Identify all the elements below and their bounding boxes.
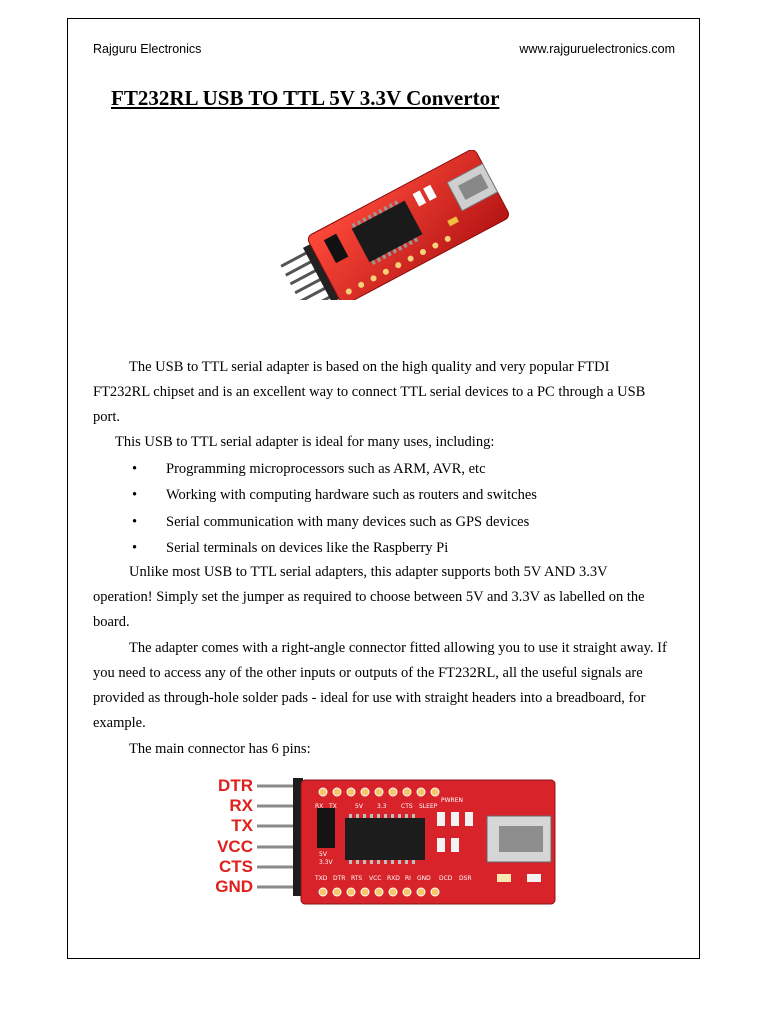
silk-label: GND — [417, 875, 431, 882]
header-right: www.rajguruelectronics.com — [519, 42, 675, 56]
silk-label: RI — [405, 875, 411, 882]
list-item: •Serial communication with many devices … — [93, 509, 668, 535]
bullet-icon: • — [132, 540, 138, 557]
silk-label: RTS — [351, 875, 362, 882]
pin-label-gnd: GND — [215, 877, 253, 897]
page-border — [67, 18, 700, 959]
silk-label: 5V — [319, 851, 328, 858]
bullet-icon: • — [132, 487, 138, 504]
silk-label: RX — [315, 803, 323, 810]
pin-label-cts: CTS — [219, 856, 253, 876]
list-item: •Programming microprocessors such as ARM… — [93, 456, 668, 482]
bullet-icon: • — [132, 461, 138, 477]
silk-label: 5V — [355, 803, 364, 810]
paragraph-intro: The USB to TTL serial adapter is based o… — [93, 359, 646, 425]
silk-label: 3.3 — [377, 803, 387, 810]
pin-label-tx: TX — [231, 816, 253, 836]
header-left: Rajguru Electronics — [93, 42, 202, 56]
silk-label: PWREN — [441, 797, 463, 804]
silk-label: SLEEP — [419, 803, 438, 810]
silk-label: TX — [328, 803, 337, 810]
silk-label: TXD — [314, 875, 328, 882]
pin-labels: DTR RX TX VCC CTS GND — [205, 776, 253, 897]
page-title: FT232RL USB TO TTL 5V 3.3V Convertor — [111, 86, 500, 110]
paragraph-voltage: Unlike most USB to TTL serial adapters, … — [93, 564, 645, 630]
paragraph-pins: The main connector has 6 pins: — [129, 741, 311, 757]
list-item: •Working with computing hardware such as… — [93, 482, 668, 508]
silk-label: VCC — [369, 875, 381, 882]
silk-label: DSR — [459, 875, 472, 882]
paragraph-uses: This USB to TTL serial adapter is ideal … — [115, 434, 495, 450]
uses-list: •Programming microprocessors such as ARM… — [93, 456, 668, 562]
silk-label: 3.3V — [319, 859, 334, 866]
silk-label: CTS — [401, 803, 413, 810]
ft232rl-pinout-board: RX TX 5V 3.3 CTS SLEEP PWREN TXD DTR RTS… — [257, 778, 556, 905]
pin-label-vcc: VCC — [217, 836, 253, 856]
pin-label-rx: RX — [229, 796, 253, 816]
silk-label: DCD — [439, 875, 453, 882]
pin-label-dtr: DTR — [218, 776, 253, 795]
bullet-icon: • — [132, 513, 138, 530]
list-item: •Serial terminals on devices like the Ra… — [93, 535, 668, 561]
ft232rl-board-photo — [280, 150, 510, 300]
silk-label: RXD — [387, 875, 400, 882]
silk-label: DTR — [333, 875, 345, 882]
paragraph-connector: The adapter comes with a right-angle con… — [93, 640, 667, 731]
